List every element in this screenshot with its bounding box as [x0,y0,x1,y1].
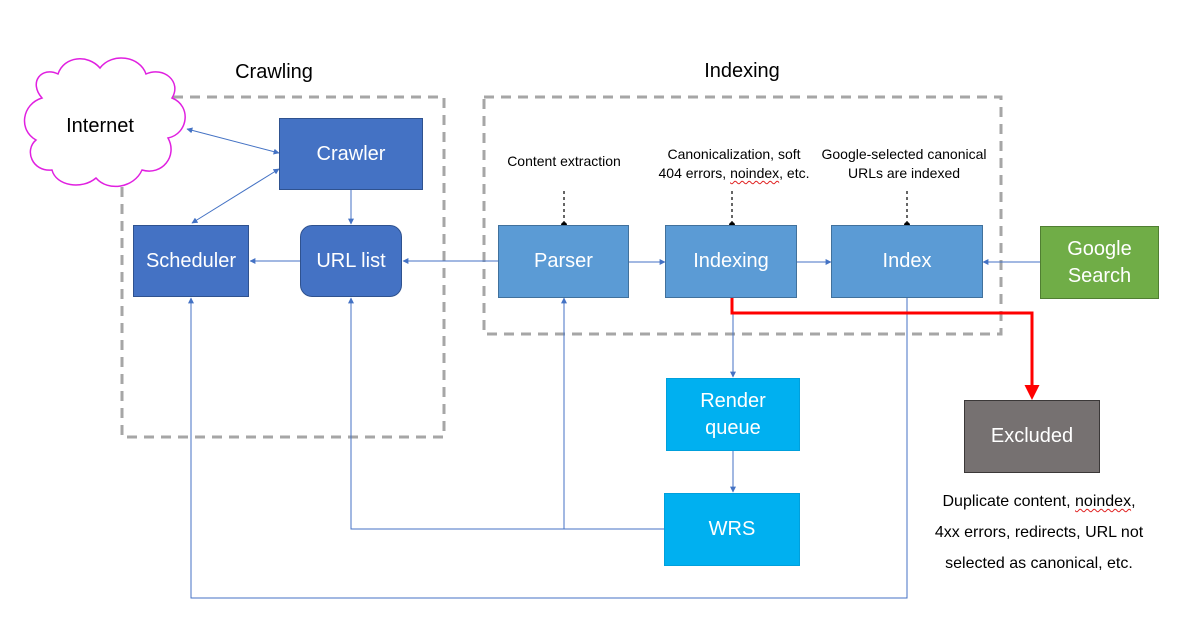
scheduler-label: Scheduler [145,249,237,272]
arrow-scheduler-crawler [191,168,280,224]
excluded-label: Excluded [990,425,1074,447]
arrow-internet-crawler [186,127,280,155]
crawler-label: Crawler [316,142,386,165]
index-label: Index [882,250,932,272]
scheduler-node: Scheduler [133,225,249,297]
excluded-node: Excluded [964,400,1100,473]
wrs-label: WRS [708,518,756,540]
indexing-group-frame [482,95,1003,336]
arrow-wrs-urllist [348,297,664,530]
excluded-description: Duplicate content, noindex, 4xx errors, … [934,493,1144,572]
crawler-node: Crawler [279,118,423,190]
internet-label: Internet [66,115,134,137]
crawling-group-frame [120,95,446,439]
index-annotation: Google-selected canonical URLs are index… [821,146,987,181]
indexing-annotation: Canonicalization, soft 404 errors, noind… [658,146,810,181]
indexing-group-title: Indexing [704,60,780,82]
arrow-indexing-excluded [730,298,1040,400]
parser-node: Parser [498,225,629,298]
indexing-node: Indexing [665,225,797,298]
url-list-node: URL list [300,225,402,297]
crawling-group-title: Crawling [235,61,313,83]
parser-annotation: Content extraction [507,153,621,169]
arrow-index-scheduler [188,297,908,599]
indexing-label: Indexing [693,250,769,272]
internet-cloud [23,57,186,188]
parser-label: Parser [534,250,593,272]
wrs-node: WRS [664,493,800,566]
url-list-label: URL list [316,249,386,272]
index-node: Index [831,225,983,298]
